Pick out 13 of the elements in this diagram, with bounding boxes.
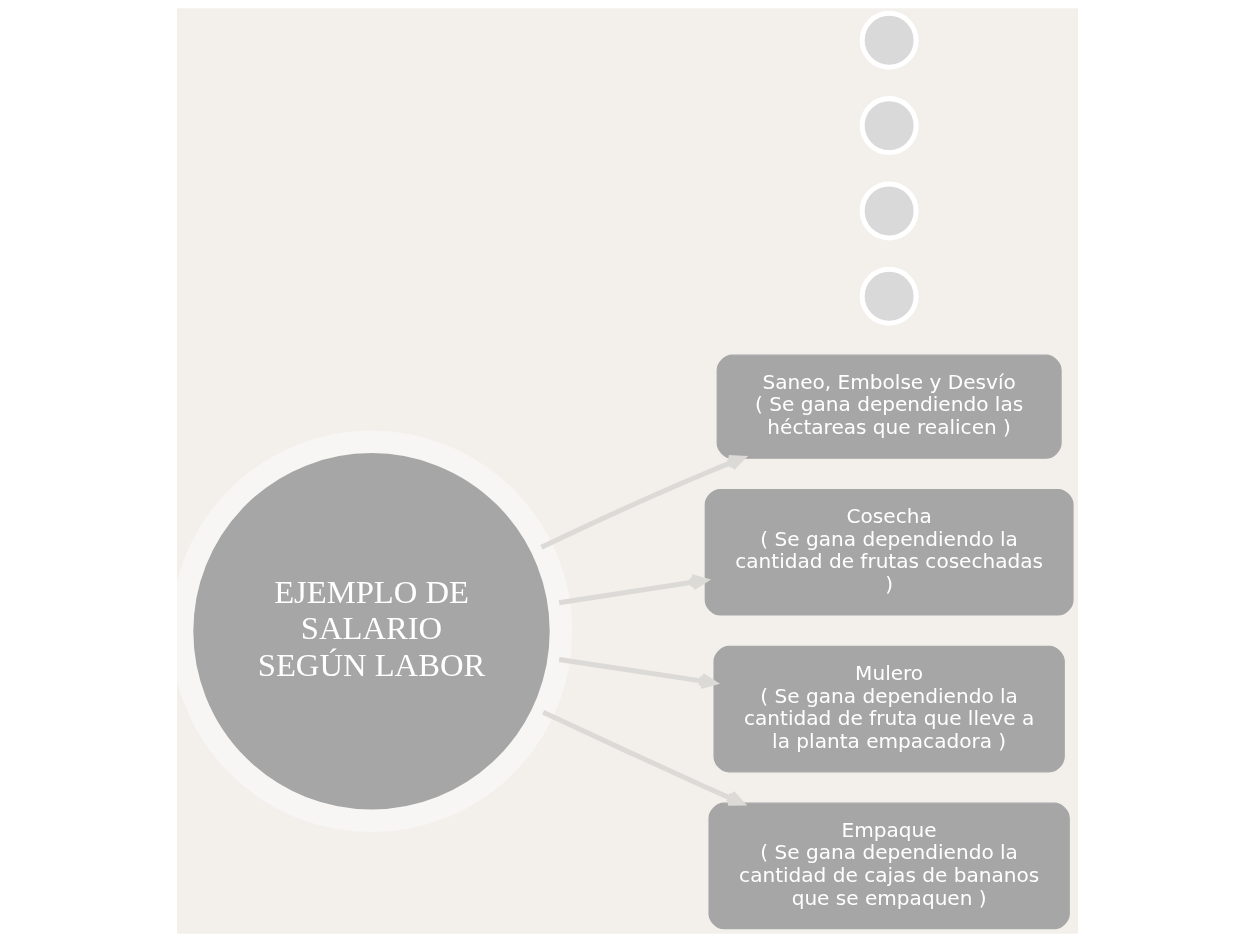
arrow (542, 709, 745, 806)
node-circle (859, 10, 919, 70)
arrow (540, 455, 746, 550)
node-box: Mulero ( Se gana dependiendo la cantidad de fruta que lleve a la planta empacadora ) (713, 645, 1065, 773)
node-box: Cosecha ( Se gana dependiendo la cantidad de frutas cosechadas ) (704, 488, 1074, 616)
arrow (558, 574, 708, 606)
node-circle (859, 266, 919, 326)
node-circle (859, 96, 919, 156)
node-box: Saneo, Embolse y Desvío ( Se gana dependiendo las héctareas que realicen ) (716, 354, 1062, 459)
node-circle (859, 181, 919, 241)
arrow (558, 656, 717, 690)
node-circle: EJEMPLO DE SALARIO SEGÚN LABOR (177, 430, 573, 833)
node-box: Empaque ( Se gana dependiendo la cantidad de cajas de bananos que se empaquen ) (708, 802, 1070, 930)
